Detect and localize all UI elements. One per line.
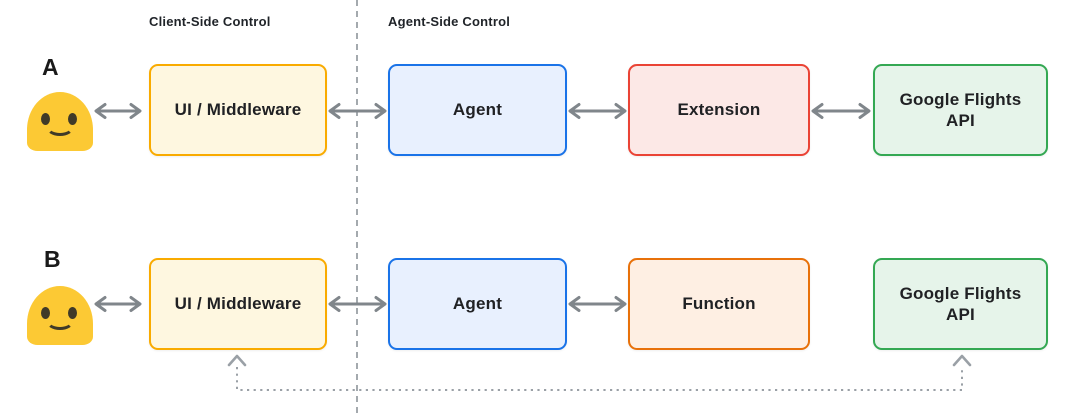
row-a-label: A bbox=[42, 54, 59, 80]
node-label: Agent bbox=[452, 100, 503, 120]
arrow-a-extension-api bbox=[811, 103, 871, 119]
arrow-a-user-ui bbox=[94, 103, 142, 119]
node-label: Extension bbox=[677, 100, 761, 120]
node-label: Google Flights API bbox=[899, 283, 1022, 324]
emoji-eye-icon bbox=[41, 307, 50, 319]
node-b-function: Function bbox=[628, 258, 810, 350]
emoji-smile-icon bbox=[46, 312, 74, 330]
dotted-arrowhead-up-left bbox=[227, 354, 247, 367]
arrow-a-agent-extension bbox=[568, 103, 627, 119]
node-label: Google Flights API bbox=[899, 89, 1022, 130]
arrow-b-agent-function bbox=[568, 296, 627, 312]
agent-side-control-header: Agent-Side Control bbox=[388, 14, 511, 29]
user-emoji-a bbox=[27, 92, 93, 151]
node-a-extension: Extension bbox=[628, 64, 810, 156]
emoji-eye-icon bbox=[68, 113, 77, 125]
node-b-ui-middleware: UI / Middleware bbox=[149, 258, 327, 350]
node-a-ui-middleware: UI / Middleware bbox=[149, 64, 327, 156]
node-label: Function bbox=[682, 294, 756, 314]
node-label: UI / Middleware bbox=[174, 100, 302, 120]
client-side-control-header: Client-Side Control bbox=[149, 14, 271, 29]
dotted-arrowhead-up-right bbox=[952, 354, 972, 367]
node-label: Agent bbox=[452, 294, 503, 314]
node-a-agent: Agent bbox=[388, 64, 567, 156]
emoji-eye-icon bbox=[68, 307, 77, 319]
node-b-google-flights-api: Google Flights API bbox=[873, 258, 1048, 350]
arrow-b-user-ui bbox=[94, 296, 142, 312]
dotted-return-path bbox=[236, 367, 963, 391]
arrow-a-ui-agent bbox=[328, 103, 387, 119]
emoji-smile-icon bbox=[46, 118, 74, 136]
node-b-agent: Agent bbox=[388, 258, 567, 350]
row-b-label: B bbox=[44, 246, 61, 272]
emoji-eye-icon bbox=[41, 113, 50, 125]
user-emoji-b bbox=[27, 286, 93, 345]
node-a-google-flights-api: Google Flights API bbox=[873, 64, 1048, 156]
node-label: UI / Middleware bbox=[174, 294, 302, 314]
arrow-b-ui-agent bbox=[328, 296, 387, 312]
